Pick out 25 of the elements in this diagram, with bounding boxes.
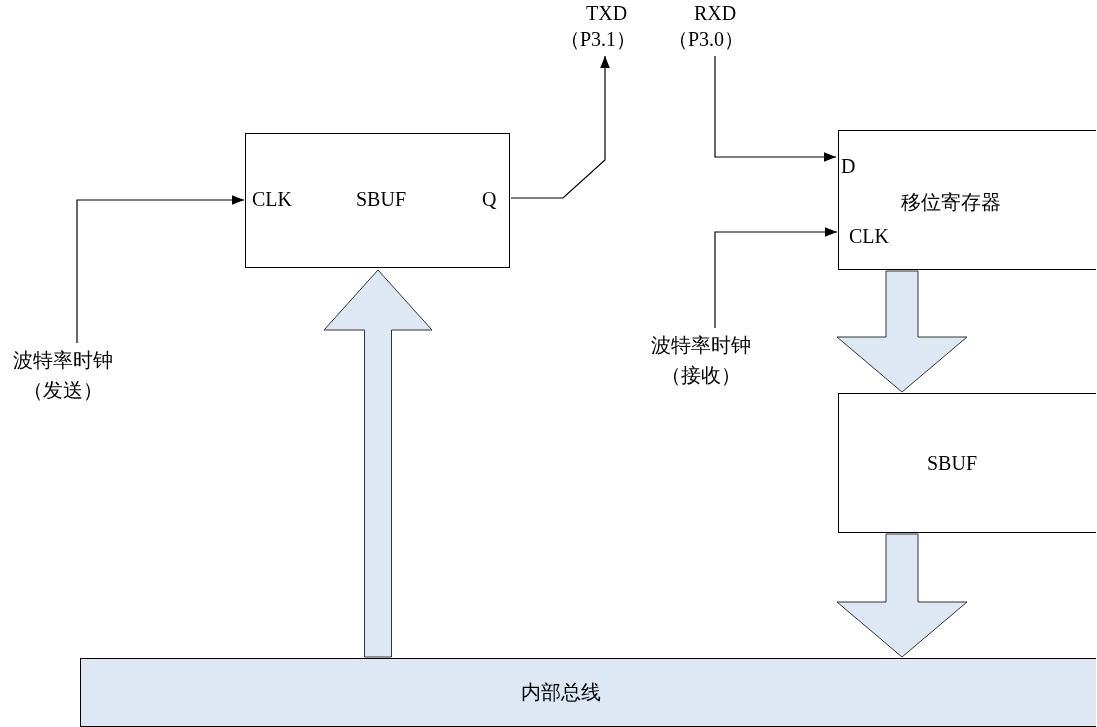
bus-arrow	[836, 270, 968, 393]
pin-label: （P3.0）	[668, 28, 745, 50]
register-label: SBUF	[927, 452, 978, 474]
signal-label: TXD	[586, 2, 628, 24]
bus-label: 内部总线	[521, 681, 601, 703]
pin-label: D	[841, 155, 856, 177]
bus-arrow	[836, 533, 968, 658]
pin-label: CLK	[849, 225, 889, 247]
signal-label: RXD	[694, 2, 737, 24]
arrow	[714, 227, 838, 329]
arrow	[76, 195, 245, 344]
arrow	[714, 55, 837, 162]
pin-label: CLK	[252, 188, 292, 210]
pin-label: （P3.1）	[560, 28, 637, 50]
clock-label: 波特率时钟（接收）	[650, 333, 752, 388]
shift-register-box	[838, 130, 1096, 270]
register-box	[838, 393, 1096, 533]
clock-label: 波特率时钟（发送）	[12, 348, 114, 403]
bus-arrow	[323, 269, 433, 658]
register-box	[245, 133, 510, 268]
arrow	[510, 55, 610, 199]
register-label: SBUF	[356, 188, 407, 210]
pin-label: Q	[482, 188, 497, 210]
bus-bar	[80, 658, 1096, 727]
register-label: 移位寄存器	[901, 191, 1001, 213]
